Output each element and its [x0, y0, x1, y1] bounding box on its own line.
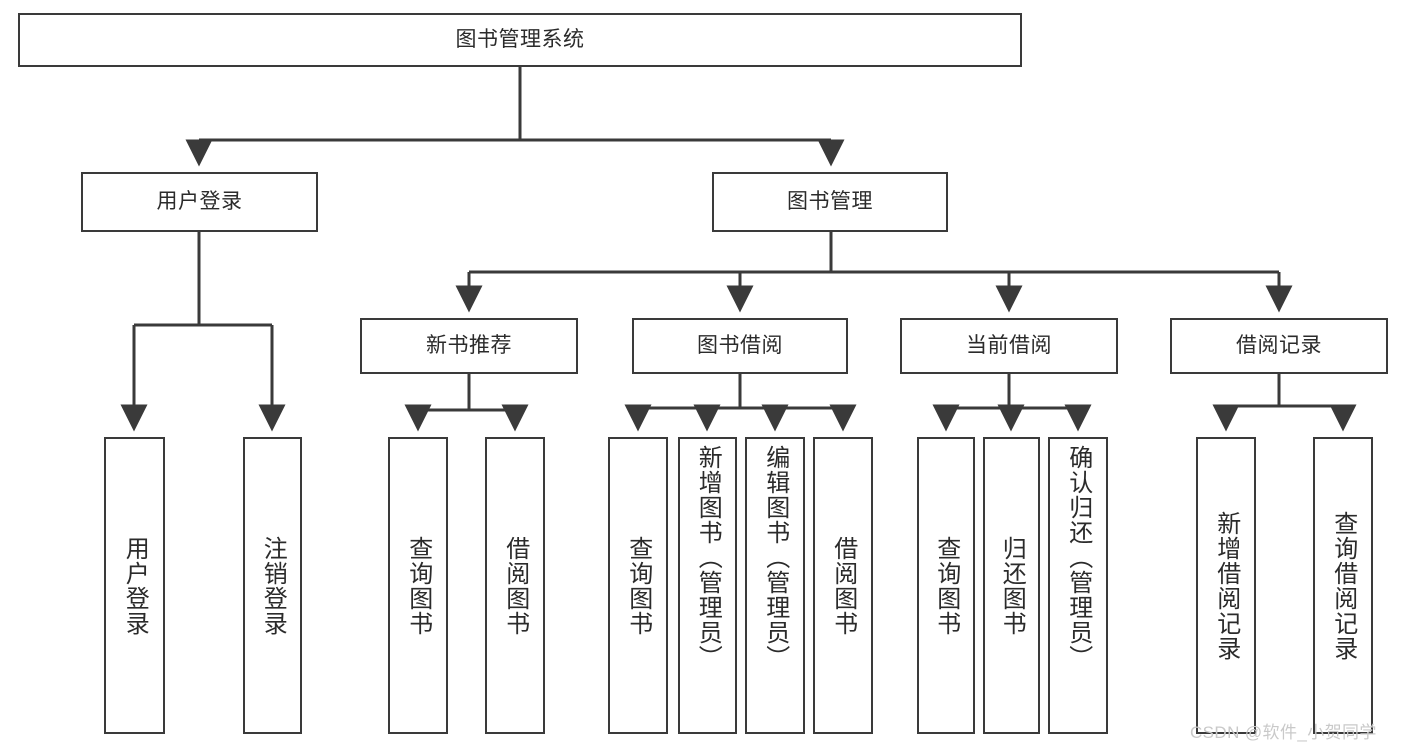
node-borrow-record[interactable]: 借阅记录 [1170, 318, 1388, 374]
node-leaf-query-book-3-label: 查询图书 [932, 535, 960, 636]
node-root[interactable]: 图书管理系统 [18, 13, 1022, 67]
node-root-label: 图书管理系统 [455, 27, 585, 51]
node-leaf-query-record[interactable]: 查询借阅记录 [1313, 437, 1373, 734]
node-new-book-recommend-label: 新书推荐 [426, 333, 512, 357]
node-leaf-borrow-book-1[interactable]: 借阅图书 [485, 437, 545, 734]
csdn-watermark: CSDN @软件_小贺同学 [1190, 723, 1377, 742]
node-leaf-user-login[interactable]: 用户登录 [104, 437, 165, 734]
node-leaf-add-record-label: 新增借阅记录 [1212, 510, 1240, 661]
node-leaf-user-login-label: 用户登录 [121, 535, 149, 636]
node-leaf-query-book-1-label: 查询图书 [404, 535, 432, 636]
node-borrow-record-label: 借阅记录 [1236, 333, 1322, 357]
node-leaf-query-book-2[interactable]: 查询图书 [608, 437, 668, 734]
node-leaf-add-record[interactable]: 新增借阅记录 [1196, 437, 1256, 734]
node-leaf-borrow-book-2[interactable]: 借阅图书 [813, 437, 873, 734]
node-leaf-borrow-book-1-label: 借阅图书 [501, 535, 529, 636]
node-leaf-query-book-3[interactable]: 查询图书 [917, 437, 975, 734]
node-user-login-label: 用户登录 [156, 189, 243, 213]
node-leaf-confirm-return-label: 确认归还（管理员） [1064, 445, 1092, 670]
node-leaf-user-logout-label: 注销登录 [259, 535, 287, 636]
node-leaf-borrow-book-2-label: 借阅图书 [829, 535, 857, 636]
node-book-manage-label: 图书管理 [787, 189, 873, 213]
node-book-manage[interactable]: 图书管理 [712, 172, 948, 232]
node-new-book-recommend[interactable]: 新书推荐 [360, 318, 578, 374]
node-leaf-query-book-2-label: 查询图书 [624, 535, 652, 636]
node-leaf-add-book-label: 新增图书（管理员） [694, 445, 722, 670]
node-leaf-user-logout[interactable]: 注销登录 [243, 437, 302, 734]
node-leaf-edit-book[interactable]: 编辑图书（管理员） [745, 437, 805, 734]
node-leaf-add-book[interactable]: 新增图书（管理员） [678, 437, 737, 734]
node-leaf-query-book-1[interactable]: 查询图书 [388, 437, 448, 734]
node-book-borrow[interactable]: 图书借阅 [632, 318, 848, 374]
node-book-borrow-label: 图书借阅 [697, 333, 783, 357]
node-current-borrow[interactable]: 当前借阅 [900, 318, 1118, 374]
node-leaf-return-book[interactable]: 归还图书 [983, 437, 1040, 734]
node-user-login[interactable]: 用户登录 [81, 172, 318, 232]
node-leaf-query-record-label: 查询借阅记录 [1329, 510, 1357, 661]
node-current-borrow-label: 当前借阅 [966, 333, 1052, 357]
node-leaf-return-book-label: 归还图书 [998, 535, 1026, 636]
node-leaf-edit-book-label: 编辑图书（管理员） [761, 445, 789, 670]
node-leaf-confirm-return[interactable]: 确认归还（管理员） [1048, 437, 1108, 734]
